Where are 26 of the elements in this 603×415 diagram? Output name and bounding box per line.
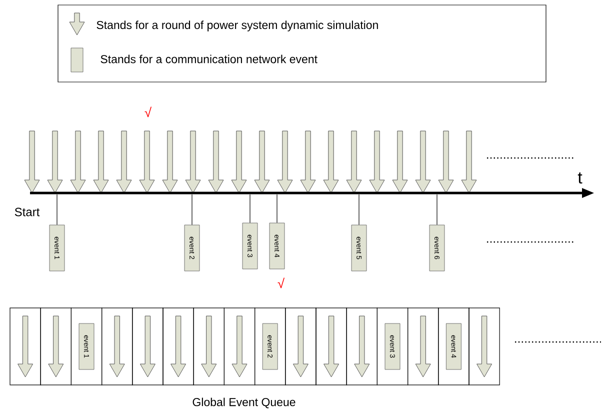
queue-cell bbox=[376, 308, 408, 386]
queue-cell bbox=[224, 308, 256, 386]
stem-line bbox=[436, 194, 438, 226]
queue-cell bbox=[346, 308, 378, 386]
queue-cell bbox=[285, 308, 316, 386]
queue-cell bbox=[468, 308, 500, 386]
queue-cell bbox=[193, 308, 224, 386]
legend-text: Stands for a communication network event bbox=[100, 54, 318, 64]
queue-cell bbox=[162, 308, 194, 386]
queue-cell bbox=[408, 308, 439, 386]
queue-cell bbox=[316, 308, 347, 386]
queue-cell bbox=[132, 308, 164, 386]
queue-cell bbox=[438, 308, 470, 386]
queue-cell bbox=[40, 308, 72, 386]
caption: Global Event Queue bbox=[192, 398, 296, 408]
queue-cell bbox=[102, 308, 133, 386]
queue-cell bbox=[254, 308, 286, 386]
check-mark: √ bbox=[278, 278, 285, 288]
time-axis bbox=[30, 188, 594, 198]
queue-cell bbox=[70, 308, 102, 386]
stem-line bbox=[358, 194, 360, 226]
stem-line bbox=[56, 194, 58, 226]
queue-cell bbox=[10, 308, 41, 386]
start-label: Start bbox=[14, 208, 40, 216]
check-mark: √ bbox=[144, 106, 152, 118]
legend-text: Stands for a round of power system dynamic simulation bbox=[96, 20, 378, 32]
